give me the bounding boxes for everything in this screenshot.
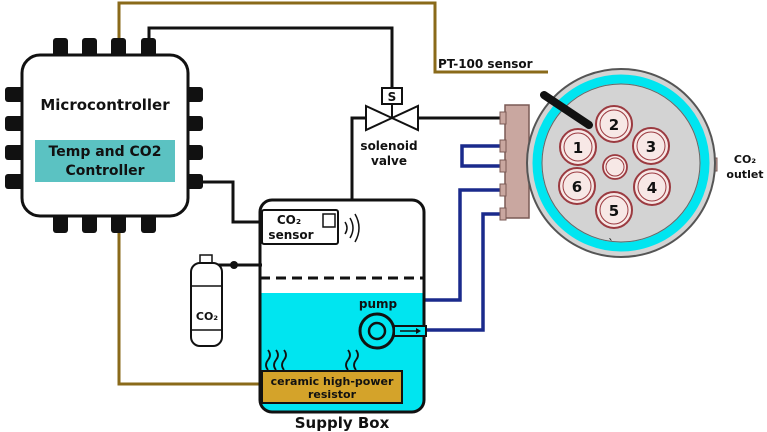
well-label-6: 6 — [572, 178, 582, 196]
tube-loop — [460, 144, 505, 168]
well-label-5: 5 — [609, 202, 619, 220]
well-2: 2 — [595, 105, 633, 143]
port-block-left — [504, 104, 530, 219]
well-5: 5 — [595, 191, 633, 229]
valve-label-line2: valve — [371, 154, 407, 168]
pt100-label: PT-100 sensor — [438, 57, 533, 71]
signal-wires — [147, 26, 505, 267]
pump-impeller — [367, 321, 387, 341]
well-label-4: 4 — [647, 179, 657, 197]
co2-sensor-label-line1: CO₂ — [277, 213, 301, 227]
well-label-3: 3 — [646, 138, 656, 156]
pt100-wire — [117, 1, 548, 74]
heat-waves-icon — [265, 349, 359, 371]
outlet-label-line1: CO₂ — [734, 153, 756, 166]
supply-box-label: Supply Box — [295, 414, 390, 432]
tube-pump-return — [425, 188, 505, 302]
brown-wires — [117, 1, 548, 386]
well-label-1: 1 — [573, 139, 583, 157]
supply-box: CO₂ sensor pump ceramic high-power resis… — [258, 198, 427, 432]
sensor-wire — [190, 180, 262, 224]
supply-box-outline — [258, 198, 426, 414]
resistor-wire — [117, 222, 262, 386]
sensor-signal-icon — [344, 213, 360, 243]
blue-tubes — [425, 144, 505, 332]
pump-arrow-icon — [400, 328, 421, 334]
valve-body — [365, 104, 419, 132]
resistor-label-line2: resistor — [308, 388, 357, 401]
controller-label-line1: Temp and CO2 — [49, 144, 162, 160]
tube-pump-out — [425, 212, 505, 332]
valve-control-wire — [147, 26, 394, 88]
controller-box — [35, 140, 175, 182]
microcontroller-title: Microcontroller — [40, 96, 170, 114]
co2-sensor-label-line2: sensor — [268, 228, 313, 242]
microcontroller-chip: Microcontroller Temp and CO2 Controller — [5, 38, 203, 233]
well-4: 4 — [633, 168, 671, 206]
co2-sensor-tip — [322, 213, 336, 228]
chamber-water-ring — [532, 74, 710, 252]
well-label-2: 2 — [609, 116, 619, 134]
chamber-mark: ` — [608, 237, 614, 251]
incubation-chamber: 1 2 3 4 5 — [499, 68, 718, 258]
ceramic-resistor — [261, 370, 403, 404]
outlet-label-line2: outlet — [726, 168, 763, 181]
co2-tank-label: CO₂ — [196, 310, 218, 323]
valve-symbol: S — [388, 90, 397, 104]
well-center — [602, 154, 628, 180]
pump-label: pump — [359, 297, 398, 311]
co2-tank-body — [190, 262, 223, 347]
controller-label-line2: Controller — [65, 163, 144, 179]
chip-pins — [5, 38, 203, 233]
valve-to-box-wire — [350, 116, 366, 200]
resistor-label-line1: ceramic high-power — [271, 375, 394, 388]
chip-body — [20, 53, 190, 218]
well-1: 1 — [559, 128, 597, 166]
solenoid-valve: S solenoid valve — [360, 87, 419, 168]
co2-tank: CO₂ — [190, 254, 238, 347]
wells: 1 2 3 4 5 — [558, 105, 671, 229]
well-3: 3 — [632, 127, 670, 165]
co2-sensor — [261, 209, 339, 245]
valve-label-line1: solenoid — [360, 139, 417, 153]
well-6: 6 — [558, 167, 596, 205]
pt100-probe — [540, 91, 593, 129]
